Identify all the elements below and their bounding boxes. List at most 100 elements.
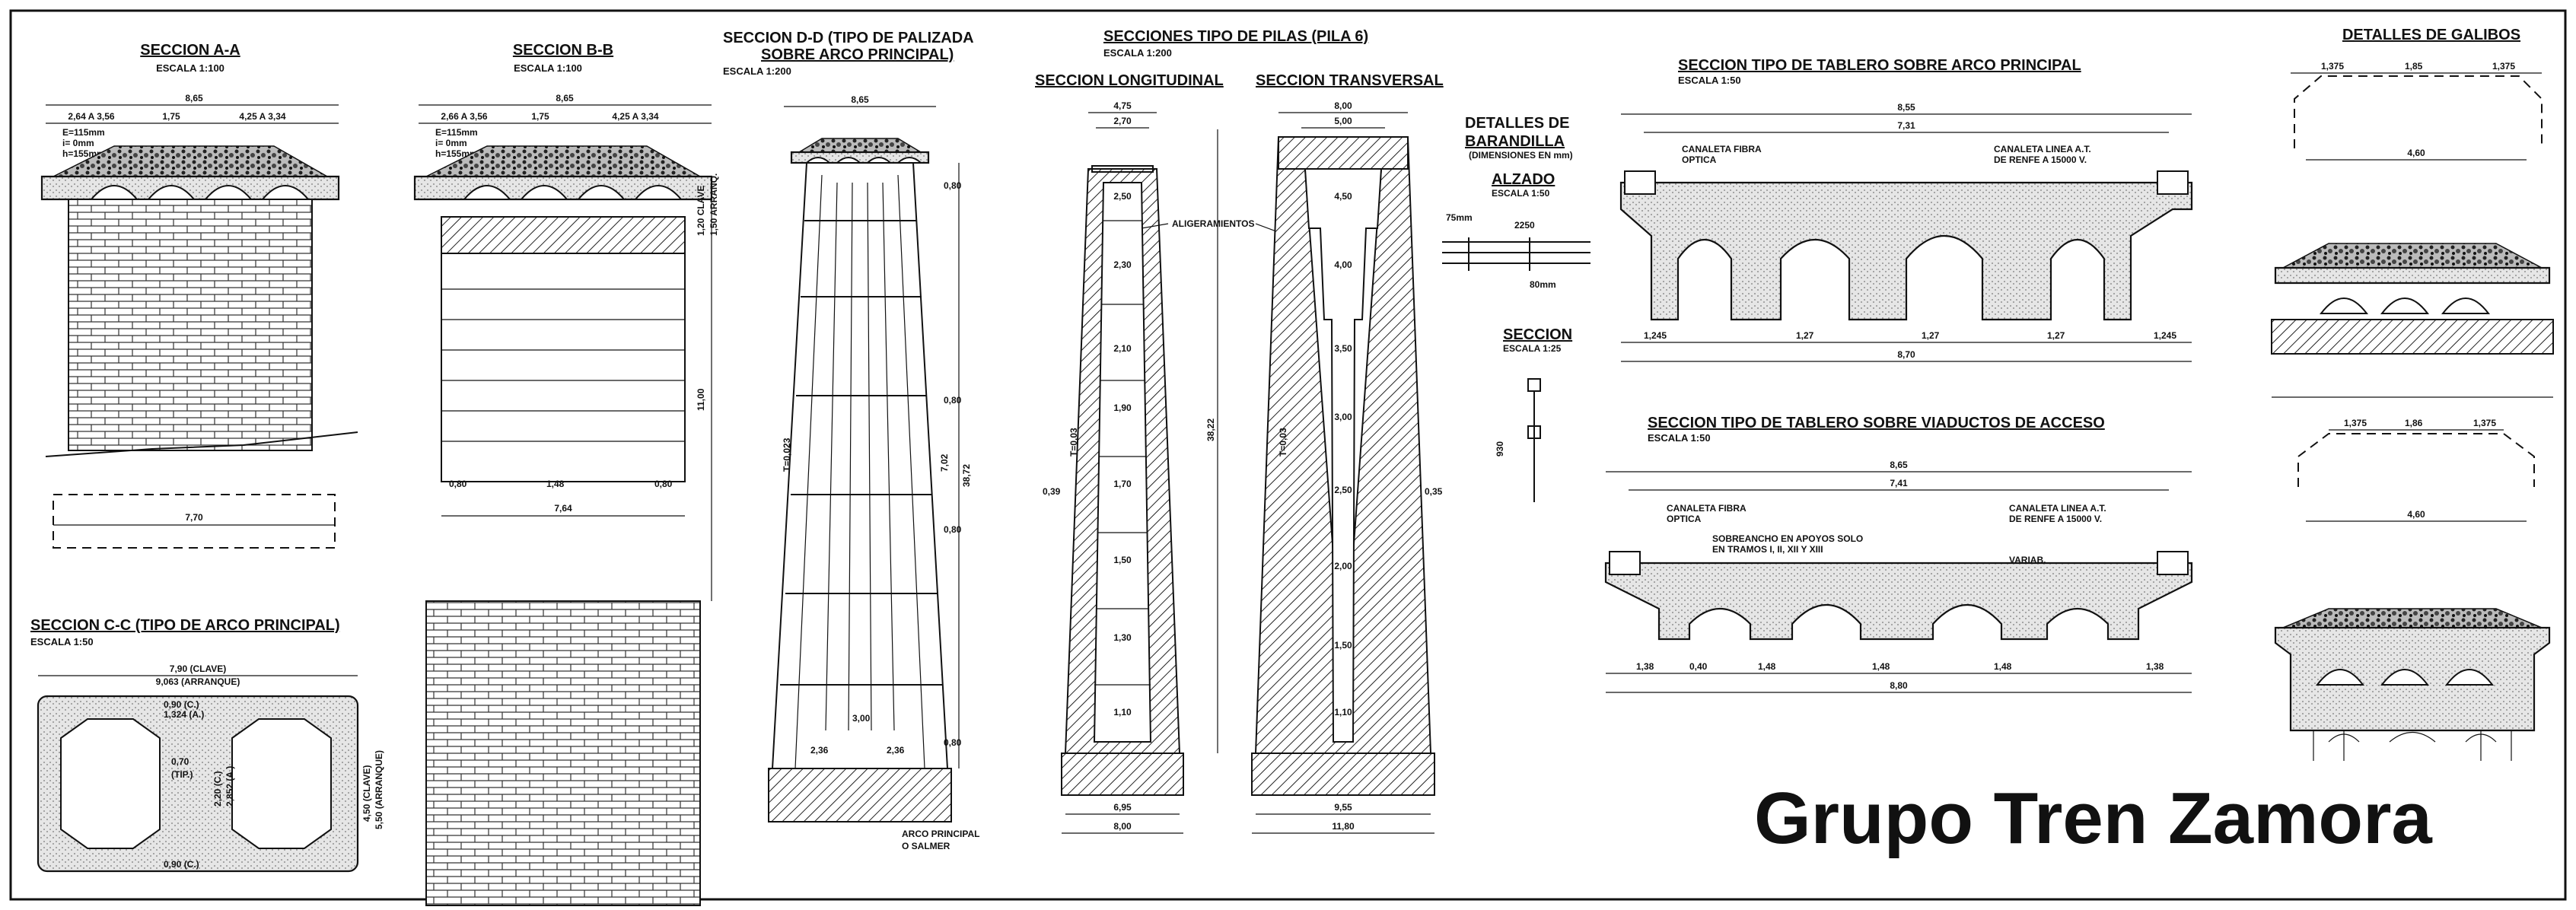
label-arranque-b: 1,50 ARRANQ. bbox=[708, 173, 719, 236]
dim-pl-230: 2,30 bbox=[1113, 259, 1132, 270]
dim-da-1245-left: 1,245 bbox=[1644, 330, 1667, 341]
section-b-b-scale: ESCALA 1:100 bbox=[514, 62, 582, 74]
dim-c-2852: 2,852 (A.) bbox=[224, 766, 235, 807]
dim-d-236-left: 2,36 bbox=[810, 745, 829, 756]
dim-pt-350: 3,50 bbox=[1334, 343, 1352, 354]
railing-75mm: 75mm bbox=[1446, 212, 1473, 223]
railing-title-1: DETALLES DE bbox=[1465, 115, 1569, 132]
dim-c-clave: 7,90 (CLAVE) bbox=[170, 663, 226, 674]
railing-80mm: 80mm bbox=[1530, 279, 1556, 290]
dim-g2-1375-right: 1,375 bbox=[2473, 418, 2496, 428]
deck-viaduct-sobreancho-1: SOBREANCHO EN APOYOS SOLO bbox=[1712, 533, 1863, 544]
dim-dv-148-a: 1,48 bbox=[1758, 661, 1776, 672]
dim-pl-190: 1,90 bbox=[1113, 402, 1132, 413]
dim-da-731: 7,31 bbox=[1897, 120, 1915, 131]
deck-arch-canaleta-linea-2: DE RENFE A 15000 V. bbox=[1994, 154, 2087, 165]
dim-b-425: 4,25 A 3,34 bbox=[612, 111, 658, 122]
deck-arch-canaleta-fibra-2: OPTICA bbox=[1682, 154, 1717, 165]
label-i0-b: i= 0mm bbox=[435, 138, 467, 148]
label-t-0023: T=0,023 bbox=[782, 438, 792, 472]
dim-pl-270: 2,70 bbox=[1113, 116, 1132, 126]
dim-g1-1375-right: 1,375 bbox=[2492, 61, 2515, 72]
railing-alzado-scale: ESCALA 1:50 bbox=[1492, 188, 1550, 199]
dim-g1-1375-left: 1,375 bbox=[2321, 61, 2344, 72]
section-d-d: SECCION D-D (TIPO DE PALIZADA SOBRE ARCO… bbox=[723, 30, 979, 851]
section-d-d-scale: ESCALA 1:200 bbox=[723, 65, 791, 77]
deck-viaduct-sobreancho-2: EN TRAMOS I, II, XII Y XIII bbox=[1712, 544, 1823, 555]
dim-da-1245-right: 1,245 bbox=[2154, 330, 2176, 341]
dim-g1-185: 1,85 bbox=[2405, 61, 2423, 72]
dim-c-090-bottom: 0,90 (C.) bbox=[164, 859, 199, 870]
dim-pt-300: 3,00 bbox=[1334, 412, 1352, 422]
dim-b-080-left: 0,80 bbox=[449, 479, 467, 489]
dim-pl-130: 1,30 bbox=[1113, 632, 1132, 643]
dim-c-220: 2,20 (C.) bbox=[212, 771, 223, 807]
dim-c-070: 0,70 bbox=[171, 756, 189, 767]
deck-viaduct-title: SECCION TIPO DE TABLERO SOBRE VIADUCTOS … bbox=[1648, 415, 2105, 431]
label-i0-a: i= 0mm bbox=[62, 138, 94, 148]
dim-pt-955: 9,55 bbox=[1334, 802, 1352, 813]
dim-dv-138-right: 1,38 bbox=[2146, 661, 2164, 672]
section-b-b-title: SECCION B-B bbox=[513, 42, 613, 59]
railing-2250: 2250 bbox=[1514, 220, 1535, 231]
deck-viaduct-canaleta-linea-1: CANALETA LINEA A.T. bbox=[2009, 503, 2106, 514]
dim-g2-186: 1,86 bbox=[2405, 418, 2423, 428]
dim-dv-880: 8,80 bbox=[1890, 680, 1908, 691]
dim-g2-1375-left: 1,375 bbox=[2344, 418, 2367, 428]
section-a-a: SECCION A-A ESCALA 1:100 8,65 2,64 A 3,5… bbox=[40, 42, 358, 549]
dim-c-090: 0,90 (C.) bbox=[164, 699, 199, 710]
section-c-c: SECCION C-C (TIPO DE ARCO PRINCIPAL) ESC… bbox=[30, 617, 384, 873]
dim-b-175: 1,75 bbox=[531, 111, 549, 122]
dim-pt-200: 2,00 bbox=[1334, 561, 1352, 571]
dim-d-236-right: 2,36 bbox=[887, 745, 905, 756]
dim-dv-040-a: 0,40 bbox=[1689, 661, 1708, 672]
section-d-d-title-2: SOBRE ARCO PRINCIPAL) bbox=[761, 46, 954, 63]
dim-pl-039: 0,39 bbox=[1043, 486, 1061, 497]
deck-arch-canaleta-linea-1: CANALETA LINEA A.T. bbox=[1994, 144, 2091, 154]
dim-c-450: 4,50 (CLAVE) bbox=[361, 765, 372, 822]
railing-seccion-title: SECCION bbox=[1503, 326, 1572, 343]
dim-a-865: 8,65 bbox=[185, 93, 203, 103]
dim-c-arranque: 9,063 (ARRANQUE) bbox=[156, 676, 240, 687]
deck-viaduct-scale: ESCALA 1:50 bbox=[1648, 432, 1711, 444]
pier-transversal-title: SECCION TRANSVERSAL bbox=[1256, 72, 1444, 89]
dim-g1-460: 4,60 bbox=[2407, 148, 2425, 158]
dim-d-3872: 38,72 bbox=[961, 464, 972, 487]
dim-da-127-c: 1,27 bbox=[2047, 330, 2065, 341]
dim-b-865: 8,65 bbox=[556, 93, 574, 103]
label-e115-a: E=115mm bbox=[62, 127, 105, 138]
dim-pl-800: 8,00 bbox=[1113, 821, 1132, 832]
dim-d-865: 8,65 bbox=[851, 94, 869, 105]
dim-da-870: 8,70 bbox=[1897, 349, 1915, 360]
dim-c-1324: 1,324 (A.) bbox=[164, 709, 204, 720]
dim-d-702: 7,02 bbox=[939, 453, 950, 472]
dim-pl-170: 1,70 bbox=[1113, 479, 1132, 489]
deck-viaduct-canaleta-fibra-1: CANALETA FIBRA bbox=[1667, 503, 1747, 514]
dim-b-1100: 11,00 bbox=[696, 388, 706, 411]
deck-over-main-arch: SECCION TIPO DE TABLERO SOBRE ARCO PRINC… bbox=[1619, 57, 2193, 362]
dim-dv-741: 7,41 bbox=[1890, 478, 1908, 488]
section-b-b: SECCION B-B ESCALA 1:100 8,65 2,66 A 3,5… bbox=[413, 42, 719, 906]
clearance-details: DETALLES DE GALIBOS 1,375 1,85 1,375 4,6… bbox=[2271, 27, 2554, 761]
watermark-text: Grupo Tren Zamora bbox=[1754, 778, 2432, 859]
deck-viaduct-canaleta-fibra-2: OPTICA bbox=[1667, 514, 1702, 524]
label-clave-b: 1,20 CLAVE bbox=[696, 186, 706, 236]
deck-arch-scale: ESCALA 1:50 bbox=[1678, 75, 1741, 86]
dim-pt-110: 1,10 bbox=[1334, 707, 1352, 718]
railing-units: (DIMENSIONES EN mm) bbox=[1469, 150, 1573, 161]
dim-da-855: 8,55 bbox=[1897, 102, 1915, 113]
dim-c-550: 5,50 (ARRANQUE) bbox=[374, 750, 384, 829]
railing-title-2: BARANDILLA bbox=[1465, 133, 1565, 150]
railing-seccion-scale: ESCALA 1:25 bbox=[1503, 343, 1562, 354]
dim-da-127-b: 1,27 bbox=[1922, 330, 1940, 341]
dim-d-300: 3,00 bbox=[852, 713, 871, 724]
deck-over-access-viaducts: SECCION TIPO DE TABLERO SOBRE VIADUCTOS … bbox=[1604, 415, 2193, 693]
dim-a-425: 4,25 A 3,34 bbox=[239, 111, 285, 122]
pier-sections: SECCIONES TIPO DE PILAS (PILA 6) ESCALA … bbox=[1035, 28, 1444, 834]
label-t-003-long: T=0,03 bbox=[1068, 428, 1079, 457]
dim-d-080-base: 0,80 bbox=[944, 737, 962, 748]
deck-viaduct-canaleta-linea-2: DE RENFE A 15000 V. bbox=[2009, 514, 2102, 524]
label-aligeramientos: ALIGERAMIENTOS bbox=[1172, 218, 1254, 229]
dim-pt-150: 1,50 bbox=[1334, 640, 1352, 651]
